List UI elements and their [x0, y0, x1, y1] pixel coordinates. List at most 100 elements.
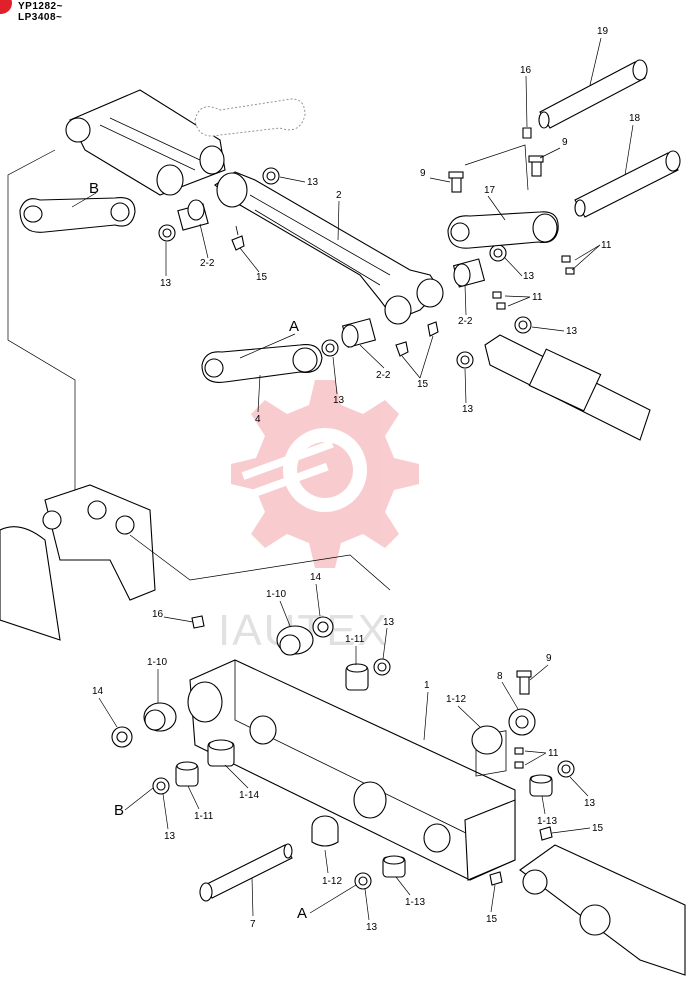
callout-1-14: 1-14: [239, 790, 259, 801]
bushing-1-11-top: [345, 663, 369, 691]
callout-1-11: 1-11: [194, 811, 214, 822]
callout-1: 1: [424, 680, 430, 691]
callout-2: 2: [336, 190, 342, 201]
red-corner-tab: [0, 0, 12, 14]
pin-19: [538, 59, 648, 129]
bolt-9-left: [448, 171, 464, 193]
callout-2-2: 2-2: [200, 258, 215, 269]
washer-13-lower-right: [557, 760, 575, 778]
callout-B: B: [114, 802, 124, 819]
callout-13: 13: [584, 798, 596, 809]
callout-labels: 19 16 9 18 9 13 2 B 17 11 13 2-2 15 13 1…: [89, 26, 641, 933]
nuts-11-lower: [514, 747, 524, 769]
callout-17: 17: [484, 185, 496, 196]
washer-13-right-lower: [514, 316, 532, 334]
bushing-1-12-right: [471, 725, 503, 755]
bushing-1-13-lower: [382, 855, 406, 878]
callout-13: 13: [164, 831, 176, 842]
bushing-1-10-top: [276, 625, 314, 656]
part-1-boom: [187, 659, 516, 881]
bushing-1-10-left: [143, 702, 177, 732]
callout-9: 9: [420, 168, 426, 179]
grease-fitting-15-left: [231, 225, 245, 251]
callout-9: 9: [562, 137, 568, 148]
callout-B: B: [89, 180, 99, 197]
callout-13: 13: [160, 278, 172, 289]
callout-13: 13: [307, 177, 319, 188]
callout-A: A: [297, 905, 307, 922]
callout-1-10: 1-10: [266, 589, 286, 600]
grease-fittings-15-mid: [395, 321, 439, 357]
part-17-link: [447, 211, 559, 249]
nuts-11-upper: [492, 291, 506, 310]
callout-15: 15: [417, 379, 429, 390]
washer-13-lower-A: [354, 872, 372, 890]
part-4-link-A: [201, 343, 323, 383]
callout-13: 13: [523, 271, 535, 282]
grease-fitting-16-upper: [522, 127, 532, 139]
cylinder-rod-upper: [484, 334, 651, 441]
callout-9: 9: [546, 653, 552, 664]
callout-1-12: 1-12: [446, 694, 466, 705]
callout-15: 15: [592, 823, 604, 834]
washer-13-top: [262, 167, 280, 185]
callout-1-11: 1-11: [345, 634, 365, 645]
callout-4: 4: [255, 414, 261, 425]
callout-13: 13: [366, 922, 378, 933]
callout-A: A: [289, 318, 299, 335]
callout-15: 15: [486, 914, 498, 925]
bushing-1-13-right: [529, 774, 553, 797]
bolt-9-lower: [516, 670, 532, 695]
washer-13-lower-a: [373, 658, 391, 676]
callout-11: 11: [548, 748, 559, 759]
bushing-1-11-left: [175, 761, 199, 787]
callout-14: 14: [92, 686, 104, 697]
callout-1-12: 1-12: [322, 876, 342, 887]
callout-18: 18: [629, 113, 641, 124]
washer-14-left: [111, 726, 133, 748]
washer-13-lower-B: [152, 777, 170, 795]
callout-8: 8: [497, 671, 503, 682]
washer-14-top: [312, 616, 334, 638]
callout-13: 13: [566, 326, 578, 337]
callout-14: 14: [310, 572, 322, 583]
washer-13-mid: [321, 339, 339, 357]
grease-fitting-15-lower: [489, 871, 503, 886]
bolt-9-right: [528, 155, 544, 177]
callout-2-2: 2-2: [376, 370, 391, 381]
callout-16: 16: [152, 609, 164, 620]
pin-18: [574, 150, 681, 218]
callout-13: 13: [462, 404, 474, 415]
callout-1-13: 1-13: [405, 897, 425, 908]
nuts-11-right: [561, 255, 575, 275]
callout-7: 7: [250, 919, 256, 930]
washer-13-left: [158, 224, 176, 242]
pin-7: [199, 843, 293, 902]
callout-11: 11: [532, 292, 543, 303]
callout-16: 16: [520, 65, 532, 76]
leader-lines: [71, 37, 634, 921]
callout-2-2: 2-2: [458, 316, 473, 327]
callout-11: 11: [601, 240, 612, 251]
bushing-2-2-left: [177, 199, 209, 231]
bushing-1-14: [207, 739, 235, 767]
ghost-link-top: [194, 98, 306, 137]
callout-13: 13: [383, 617, 395, 628]
part-link-B: [19, 197, 136, 233]
grease-fitting-16-lower: [191, 615, 205, 629]
grease-fitting-15-lower-right: [539, 826, 553, 841]
bushing-1-12-lower: [311, 815, 339, 847]
boom-foot-bracket: [0, 484, 156, 641]
serial-range-1: YP1282~: [18, 1, 63, 12]
callout-1-13: 1-13: [537, 816, 557, 827]
cylinder-lower: [519, 844, 686, 976]
callout-13: 13: [333, 395, 345, 406]
bushing-2-2-mid: [341, 318, 377, 348]
callout-1-10: 1-10: [147, 657, 167, 668]
washer-13-right-upper: [489, 244, 507, 262]
watermark-gear-logo: [231, 380, 419, 568]
washer-13-right-mid: [456, 351, 474, 369]
part-8-plate: [508, 708, 536, 736]
callout-19: 19: [597, 26, 609, 37]
